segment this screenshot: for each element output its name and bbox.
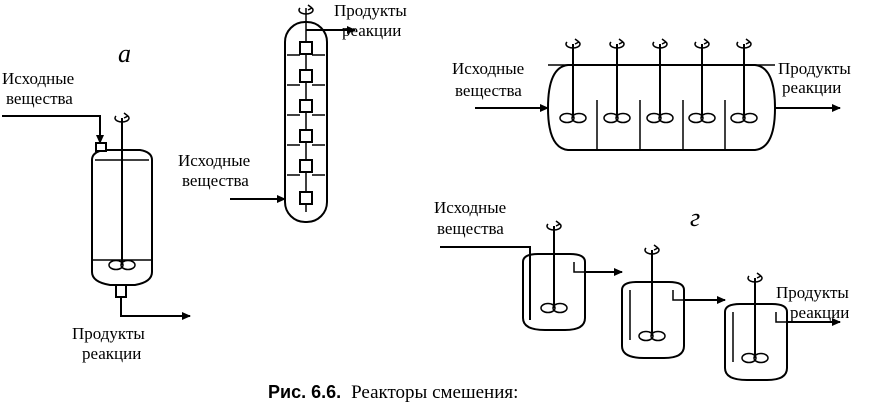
- reactor-b-input-label-2: вещества: [182, 171, 249, 190]
- reactor-c-partitions: [596, 100, 726, 150]
- reactor-a-input-label-2: вещества: [6, 89, 73, 108]
- reactor-g-inlet-line: [440, 246, 531, 320]
- reactor-a-output-label-1: Продукты: [72, 324, 145, 343]
- reactor-a-outlet-nozzle: [115, 284, 127, 298]
- reactor-g-tank-2: [621, 244, 685, 359]
- reactor-c-input-label-2: вещества: [455, 81, 522, 100]
- reactor-b-output-label-2: реакции: [342, 21, 401, 40]
- reactor-g-input-label-2: вещества: [437, 219, 504, 238]
- reactor-a-inlet-arrow: [2, 115, 104, 144]
- reactor-g-tank-3: [724, 272, 788, 381]
- reactor-g: г Исходные вещества: [434, 198, 849, 381]
- reactor-b: Продукты реакции Исходные вещества: [178, 1, 407, 223]
- reactor-a-output-label-2: реакции: [82, 344, 141, 363]
- reactor-b-output-label-1: Продукты: [334, 1, 407, 20]
- reactor-a-inlet-nozzle: [95, 142, 107, 152]
- reactor-c-vessel: [546, 64, 777, 151]
- reactor-c-output-label-1: Продукты: [778, 59, 851, 78]
- reactor-c-input-label-1: Исходные: [452, 59, 524, 78]
- reactor-g-output-label-1: Продукты: [776, 283, 849, 302]
- reactor-c-output-label-2: реакции: [782, 78, 841, 97]
- caption-prefix: Рис. 6.6.: [268, 382, 341, 402]
- figure-caption: Рис. 6.6. Реакторы смешения:: [268, 382, 518, 403]
- letter-a: а: [118, 39, 131, 68]
- reactor-c-agitators: [559, 38, 758, 124]
- reactor-b-input-label-1: Исходные: [178, 151, 250, 170]
- reactor-g-input-label-1: Исходные: [434, 198, 506, 217]
- reactor-b-agitators: [299, 41, 313, 205]
- caption-text: Реакторы смешения:: [351, 382, 518, 403]
- reactor-a-outlet-arrow: [120, 297, 191, 320]
- reactor-a: а Исходные вещества Продукты реакции: [2, 39, 191, 363]
- letter-g: г: [690, 203, 700, 232]
- reactor-c: Исходные вещества Продукты реакции: [452, 38, 851, 151]
- reactor-g-tank-1: [522, 220, 586, 331]
- reactor-a-input-label-1: Исходные: [2, 69, 74, 88]
- reactor-g-output-label-2: реакции: [790, 303, 849, 322]
